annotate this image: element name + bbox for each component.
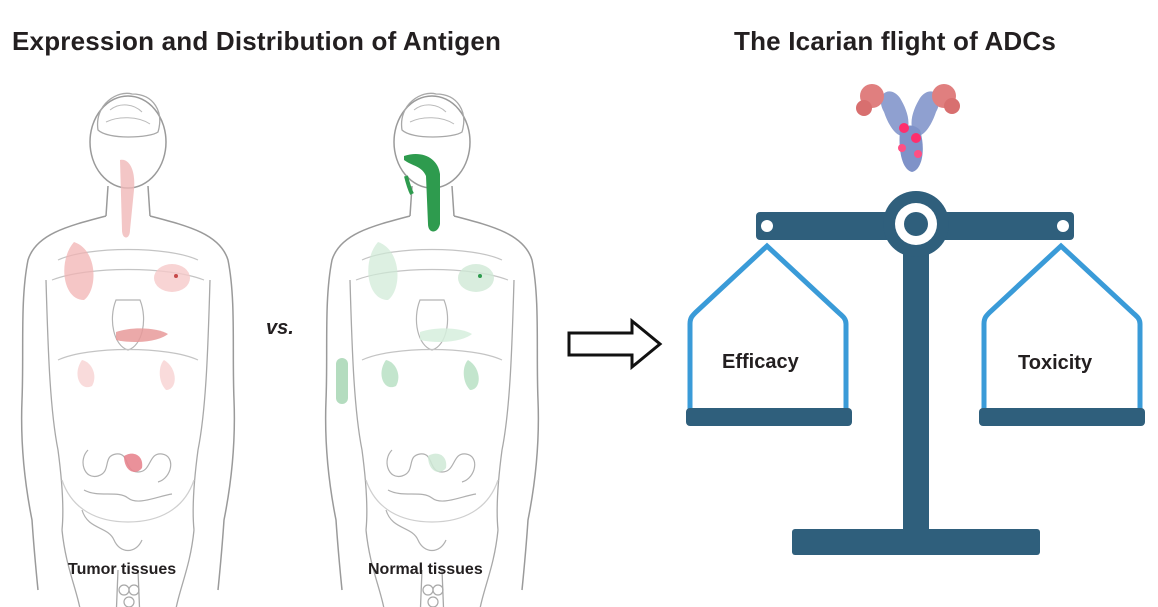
scale-post (903, 240, 929, 534)
efficacy-label: Efficacy (722, 351, 799, 373)
right-pan (979, 408, 1145, 426)
balance-scale (686, 191, 1145, 555)
right-arrow-icon (567, 317, 663, 371)
toxicity-label: Toxicity (1018, 352, 1093, 374)
normal-tissues-caption: Normal tissues (368, 561, 483, 578)
left-pan (686, 408, 852, 426)
tumor-body-figure (20, 92, 236, 607)
scale-base (792, 529, 1040, 555)
vs-label: vs. (266, 317, 294, 339)
antibody-drug-conjugate-icon (856, 84, 960, 172)
left-pan-outline (687, 242, 849, 410)
right-pan-outline (981, 242, 1143, 410)
antigen-panel-title: Expression and Distribution of Antigen (12, 26, 502, 56)
normal-body-figure (324, 92, 540, 607)
tumor-tissues-caption: Tumor tissues (68, 561, 177, 578)
adc-panel-title: The Icarian flight of ADCs (734, 26, 1057, 56)
